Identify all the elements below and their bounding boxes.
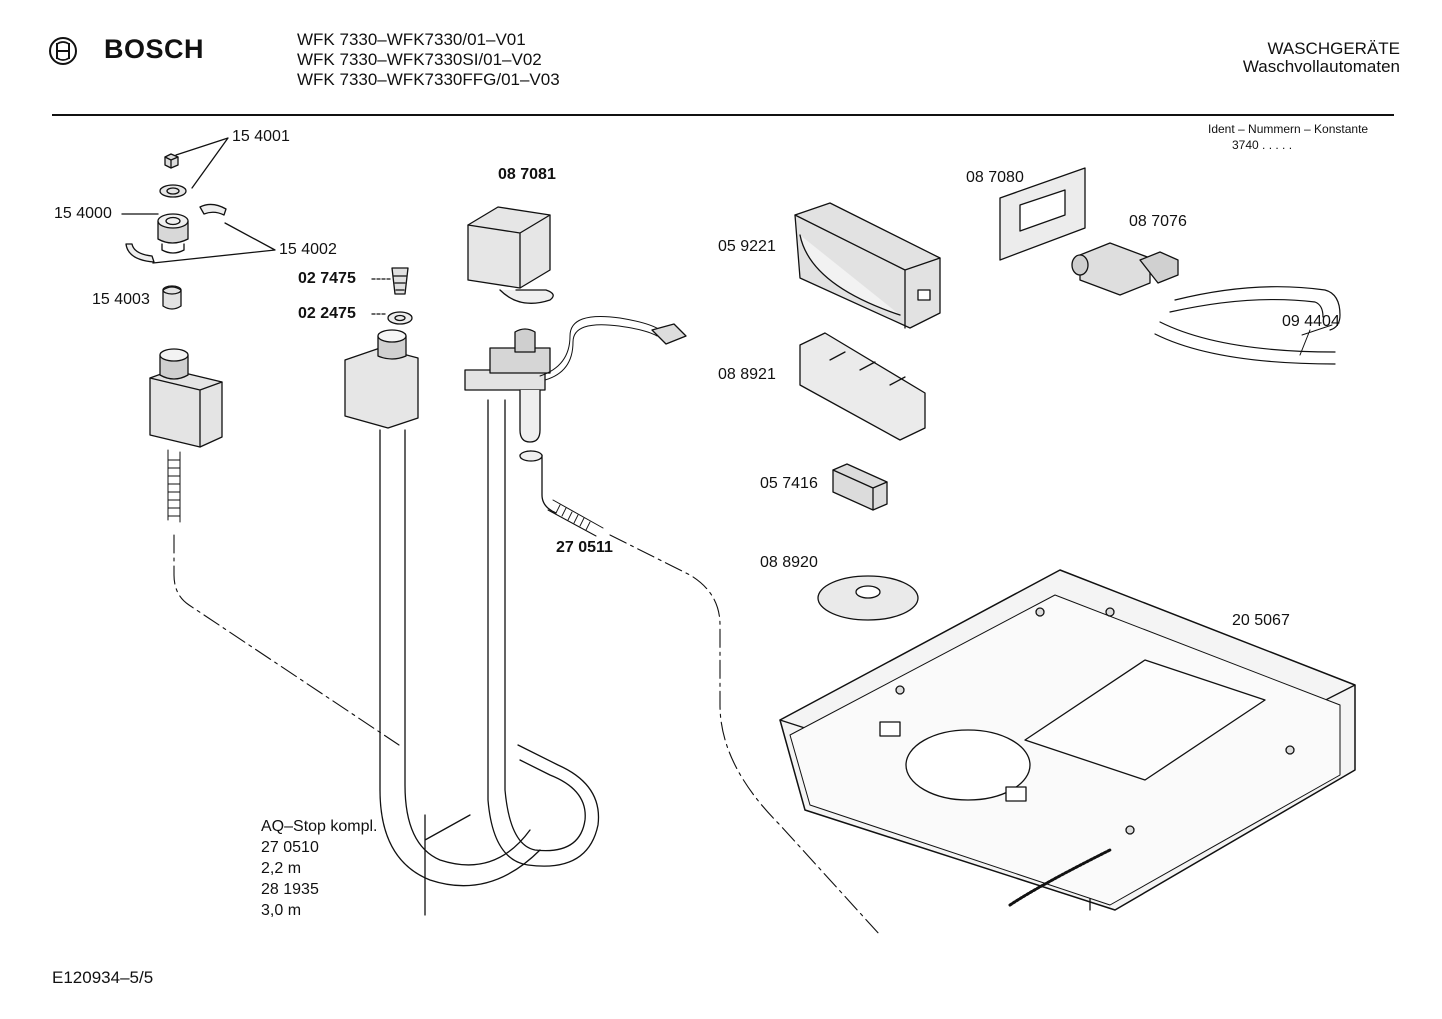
model-line: WFK 7330–WFK7330/01–V01 bbox=[297, 30, 526, 49]
nut-part-icon bbox=[164, 153, 179, 169]
base-plate-icon bbox=[779, 569, 1356, 911]
clip-part-icon bbox=[125, 203, 227, 263]
ident-code-line: 3740 . . . . . bbox=[1208, 137, 1368, 153]
filter-part-icon bbox=[391, 267, 409, 295]
part-label: 27 0511 bbox=[556, 539, 613, 556]
part-label: 08 7076 bbox=[1129, 213, 1187, 230]
aqstop-part: 28 1935 bbox=[261, 881, 319, 898]
part-label: 02 2475 bbox=[298, 305, 356, 322]
model-line: WFK 7330–WFK7330SI/01–V02 bbox=[297, 50, 542, 69]
foot-pad-icon bbox=[817, 575, 919, 621]
inlet-valve-icon bbox=[1071, 242, 1179, 296]
hose-pair-icon bbox=[1154, 286, 1341, 365]
ident-block: Ident – Nummern – Konstante 3740 . . . .… bbox=[1208, 121, 1368, 153]
part-label: 08 7081 bbox=[498, 166, 556, 183]
part-label: 15 4003 bbox=[92, 291, 150, 308]
ident-code: 3740 bbox=[1232, 138, 1259, 152]
part-label: 09 4404 bbox=[1282, 313, 1340, 330]
ident-dots: . . . . . bbox=[1262, 138, 1293, 152]
model-line: WFK 7330–WFK7330FFG/01–V03 bbox=[297, 70, 560, 89]
aqstop-length: 2,2 m bbox=[261, 860, 302, 877]
category-title: WASCHGERÄTE bbox=[1267, 39, 1400, 58]
drain-hose-icon bbox=[464, 328, 600, 867]
connector-part-icon bbox=[832, 463, 888, 511]
part-label: 08 7080 bbox=[966, 169, 1024, 186]
aqstop-length: 3,0 m bbox=[261, 902, 302, 919]
part-label: 02 7475 bbox=[298, 270, 356, 287]
part-label: 08 8921 bbox=[718, 366, 776, 383]
part-label: 08 8920 bbox=[760, 554, 818, 571]
part-label: 05 9221 bbox=[718, 238, 776, 255]
header-divider bbox=[52, 114, 1394, 116]
model-list: WFK 7330–WFK7330/01–V01 WFK 7330–WFK7330… bbox=[297, 30, 560, 90]
ident-label: Ident – Nummern – Konstante bbox=[1208, 122, 1369, 136]
aqstop-title: AQ–Stop kompl. bbox=[261, 818, 378, 835]
part-label: 15 4000 bbox=[54, 205, 112, 222]
bosch-logo-icon bbox=[49, 37, 77, 65]
part-label: 20 5067 bbox=[1232, 612, 1290, 629]
brand-name: BOSCH bbox=[104, 34, 205, 64]
inlet-hose-icon bbox=[344, 329, 541, 887]
elbow-hose-icon bbox=[519, 450, 604, 537]
washer-part-icon bbox=[159, 184, 187, 198]
control-cover-icon bbox=[794, 202, 941, 329]
fitting-part-icon bbox=[157, 213, 189, 254]
hose-housing-icon bbox=[467, 206, 554, 304]
cap-part-icon bbox=[162, 285, 182, 310]
seal-ring-icon bbox=[387, 311, 413, 325]
part-label: 15 4002 bbox=[279, 241, 337, 258]
part-label: 15 4001 bbox=[232, 128, 290, 145]
part-label: 05 7416 bbox=[760, 475, 818, 492]
category-block: WASCHGERÄTE Waschvollautomaten bbox=[1243, 40, 1400, 76]
drawing-id: E120934–5/5 bbox=[52, 968, 154, 987]
mounting-plate-icon bbox=[999, 167, 1086, 261]
cover-bracket-icon bbox=[799, 332, 926, 441]
category-subtitle: Waschvollautomaten bbox=[1242, 57, 1400, 76]
aqstop-valve-icon bbox=[149, 348, 223, 523]
aqstop-part: 27 0510 bbox=[261, 839, 319, 856]
aqstop-note: AQ–Stop kompl. 27 0510 2,2 m 28 1935 3,0… bbox=[261, 816, 378, 921]
wire-harness-icon bbox=[539, 315, 687, 381]
